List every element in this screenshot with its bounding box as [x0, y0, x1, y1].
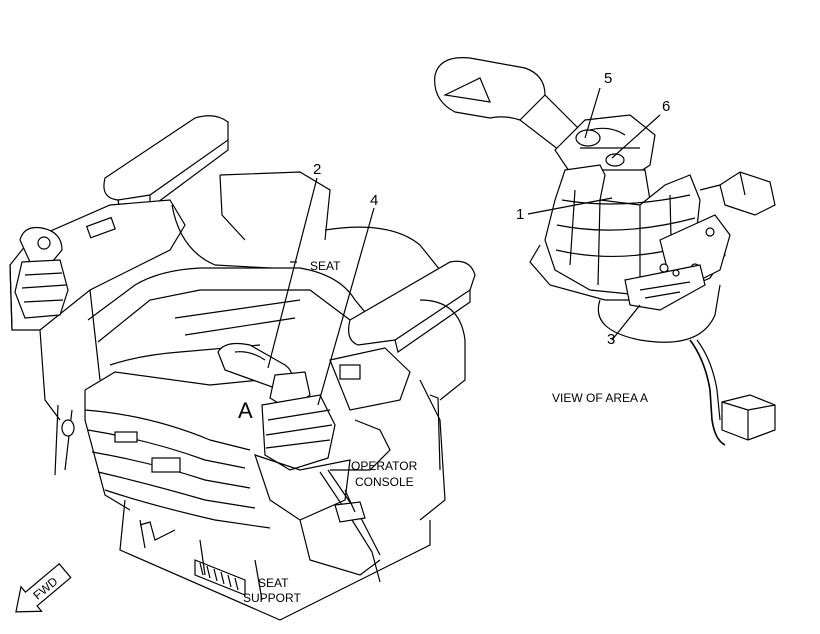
seat-assembly [9, 115, 476, 621]
operator-console-label-line2: CONSOLE [355, 475, 414, 489]
area-a-detail [434, 57, 776, 446]
view-of-area-label: VIEW OF AREA A [552, 391, 648, 405]
fwd-arrow-icon: FWD [15, 562, 72, 613]
seat-label: SEAT [310, 259, 341, 273]
callout-1: 1 [516, 206, 524, 223]
operator-console [319, 347, 411, 583]
callout-2: 2 [313, 161, 321, 178]
area-label: A [238, 398, 253, 423]
callout-6: 6 [662, 98, 670, 115]
callout-4: 4 [370, 192, 378, 209]
callout-5: 5 [604, 70, 612, 87]
seat-support-label-line1: SEAT [258, 576, 289, 590]
leader-lines [267, 87, 661, 513]
operator-console-label-line1: OPERATOR [351, 459, 418, 473]
callout-3: 3 [607, 331, 615, 348]
seat-support-label-line2: SUPPORT [243, 591, 301, 605]
main-joystick [217, 342, 381, 576]
